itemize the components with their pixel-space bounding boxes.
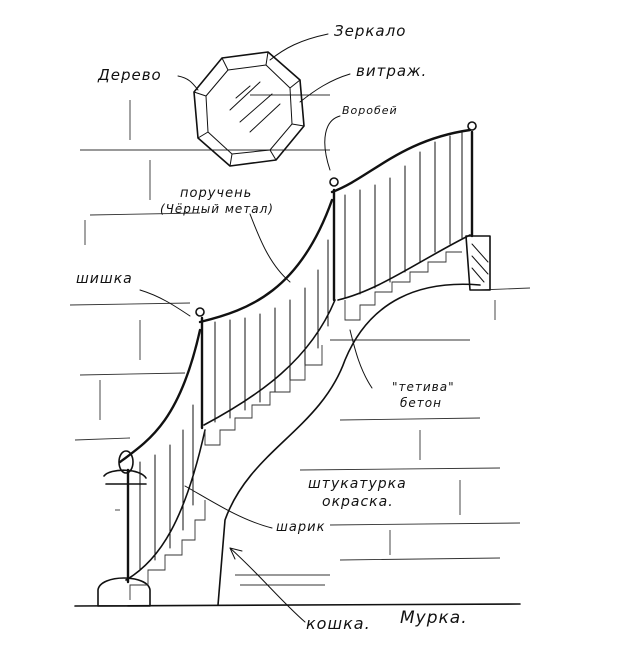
concrete-stringer <box>129 251 481 606</box>
label-stringer: "тетива" <box>392 380 455 394</box>
octagon-mirror <box>193 51 305 167</box>
label-handrail-material: (Чёрный метал) <box>160 202 274 216</box>
label-stained-glass: витраж. <box>356 62 428 80</box>
label-handrail: поручень <box>180 186 253 201</box>
label-cat: кошка. <box>306 614 371 633</box>
label-wood: Дерево <box>98 66 162 84</box>
floor-line <box>74 574 521 607</box>
label-stringer-material: бетон <box>400 396 442 410</box>
label-plaster: штукатурка <box>308 476 407 492</box>
label-cat-name: Мурка. <box>400 608 468 628</box>
label-sparrow: Воробей <box>342 104 398 117</box>
label-ball: шарик <box>276 520 326 535</box>
lower-flight-railing <box>97 328 206 607</box>
wall-brick-lines <box>69 94 531 561</box>
label-pinecone: шишка <box>76 271 133 287</box>
middle-flight-railing <box>195 198 336 430</box>
label-paint: окраска. <box>322 494 394 510</box>
label-mirror: Зеркало <box>334 22 407 40</box>
leader-lines <box>139 33 373 623</box>
upper-flight-railing <box>329 121 491 302</box>
